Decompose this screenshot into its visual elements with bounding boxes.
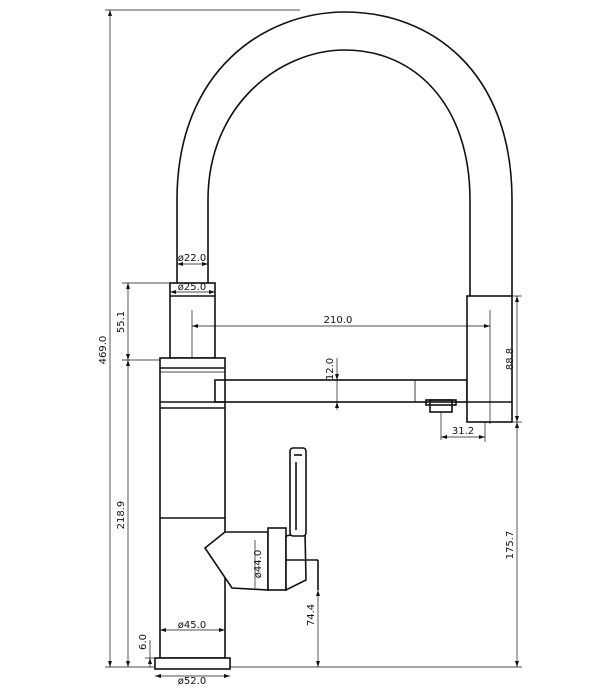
- handle-lever: [289, 447, 307, 537]
- dim-body-diameter: ø45.0: [178, 620, 206, 631]
- dimension-labels: 469.0 55.1 218.9 6.0 88.8 175.7 74.4 12.…: [98, 253, 516, 687]
- hose-fitting: [169, 282, 216, 359]
- dim-reach: 210.0: [324, 315, 353, 326]
- dim-hose-fitting-diameter: ø25.0: [178, 282, 206, 293]
- dim-spout-height: 175.7: [505, 531, 516, 560]
- dim-spout-thickness: 12.0: [325, 358, 336, 380]
- dim-base-diameter: ø52.0: [178, 676, 206, 687]
- dim-base-thickness: 6.0: [138, 634, 149, 650]
- handle-lever-base: [285, 531, 307, 592]
- hose-outer-arc: [176, 11, 513, 296]
- faucet-outline: [154, 11, 513, 670]
- dim-hose-diameter: ø22.0: [178, 253, 206, 264]
- dim-handle-diameter: ø44.0: [253, 550, 264, 578]
- dim-height-upper: 55.1: [116, 311, 127, 333]
- dim-height-total: 469.0: [98, 336, 109, 365]
- spout-arm: [214, 379, 468, 403]
- faucet-base: [154, 657, 231, 670]
- dim-spray-head-length: 88.8: [505, 348, 516, 370]
- handle-cartridge: [267, 527, 287, 591]
- hose-inner-arc: [207, 49, 471, 296]
- dimension-lines: [105, 9, 522, 678]
- faucet-body: [159, 357, 226, 659]
- dim-handle-height: 74.4: [306, 604, 317, 626]
- spray-head: [466, 295, 513, 423]
- faucet-handle: [203, 531, 269, 591]
- dim-spray-offset: 31.2: [452, 426, 474, 437]
- dim-body-height: 218.9: [116, 501, 127, 530]
